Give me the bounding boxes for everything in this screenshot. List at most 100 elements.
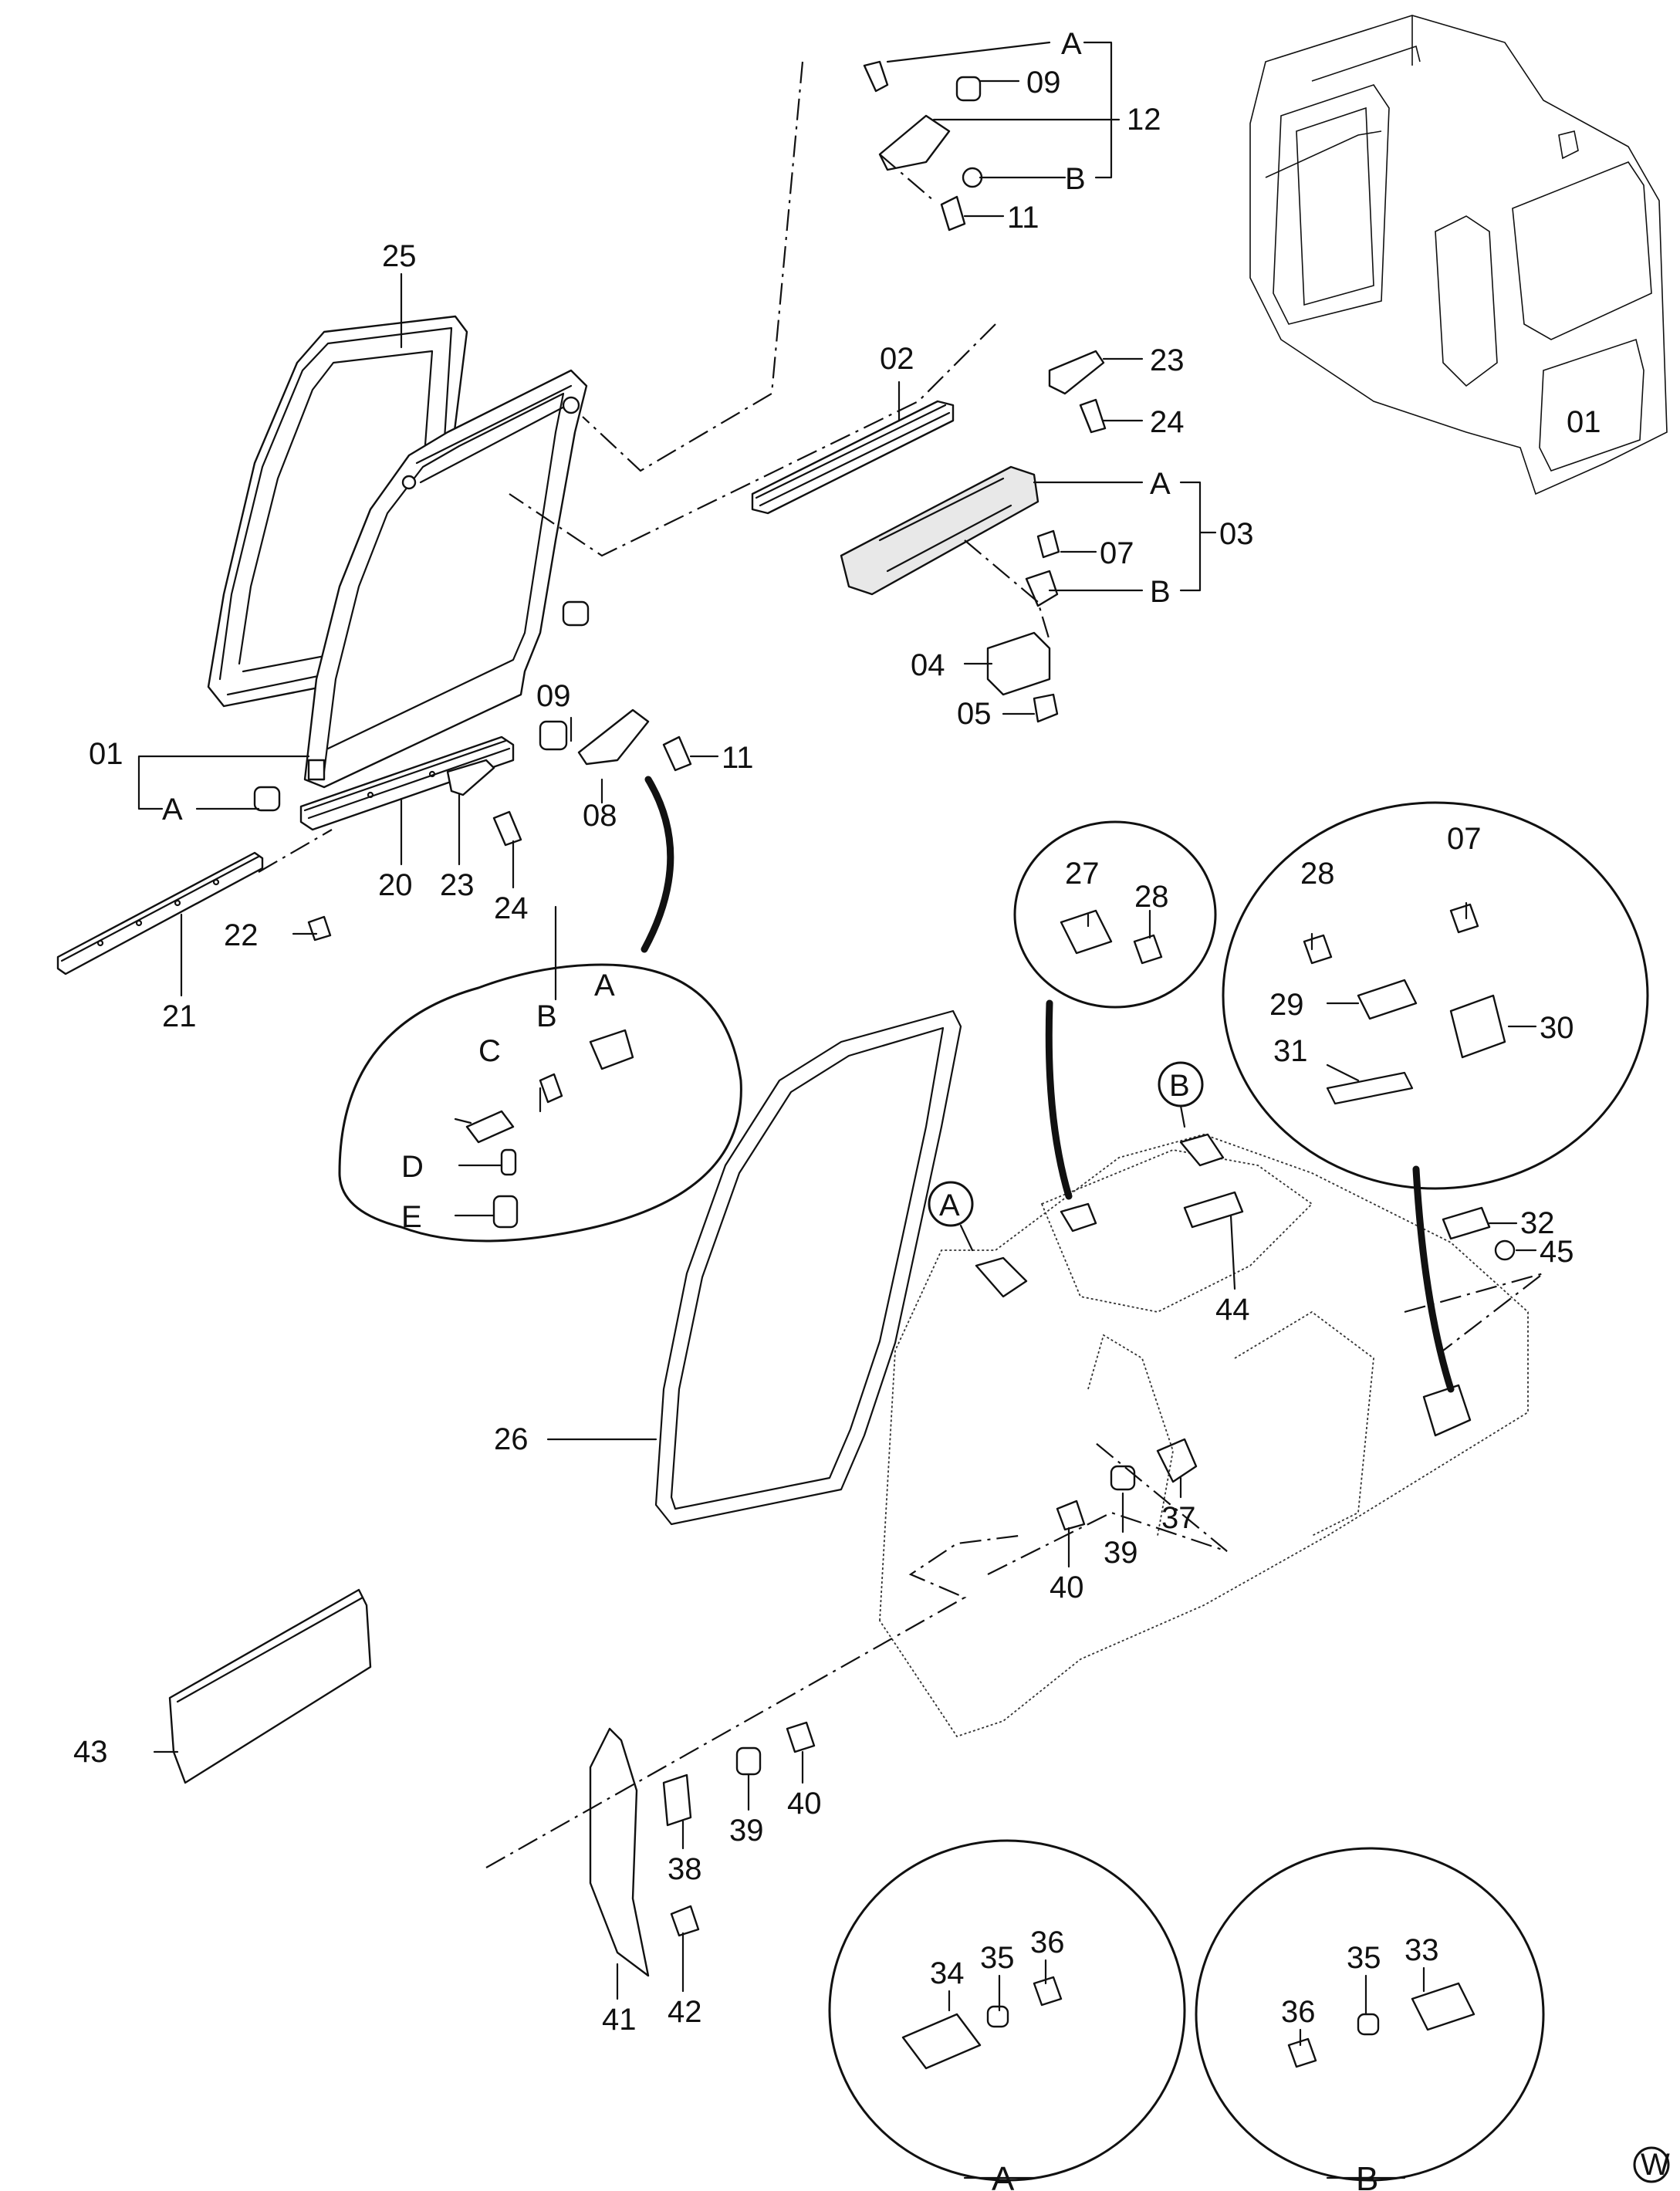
- label-40-right: 40: [1050, 1571, 1084, 1604]
- door-frame-01: [303, 369, 588, 789]
- label-detail-e: E: [401, 1200, 422, 1234]
- label-detail-c: C: [478, 1034, 501, 1068]
- stopper-23-lower: [446, 759, 495, 796]
- label-35-a: 35: [980, 1941, 1015, 1975]
- label-45: 45: [1540, 1235, 1574, 1269]
- bolt-28-detail-2: [1303, 934, 1333, 965]
- clip-31: [1326, 1071, 1414, 1105]
- washer-35-b: [1357, 2013, 1380, 2036]
- label-circle-b: B: [1356, 2160, 1378, 2191]
- lower-rail-20: [299, 735, 515, 831]
- bracket-04: [986, 631, 1051, 696]
- bracket-33: [1411, 1982, 1475, 2031]
- weatherstrip-26: [654, 1009, 962, 1526]
- label-30: 30: [1540, 1011, 1574, 1045]
- bolt-07-detail: [1449, 903, 1479, 934]
- label-a-01: A: [162, 793, 183, 827]
- upper-rail-02: [751, 400, 955, 515]
- label-27: 27: [1065, 857, 1100, 891]
- label-05: 05: [957, 697, 992, 731]
- bracket-29: [1357, 979, 1418, 1020]
- bolt-24-top: [1079, 398, 1107, 434]
- pin-44: [1183, 1191, 1244, 1229]
- bracket-12: [878, 114, 951, 171]
- detail-circle-b: [1195, 1847, 1545, 2182]
- bracket-34: [901, 2013, 982, 2070]
- cushion-39-left: [735, 1746, 762, 1776]
- label-02: 02: [880, 342, 914, 376]
- label-11-lower: 11: [722, 741, 754, 775]
- bolt-40-left: [786, 1721, 816, 1753]
- label-circle-a: A: [992, 2160, 1015, 2191]
- label-44: 44: [1215, 1293, 1250, 1327]
- bushing-e: [492, 1195, 519, 1229]
- bolt-11-top: [940, 195, 966, 232]
- label-39-right: 39: [1104, 1536, 1138, 1570]
- label-31: 31: [1273, 1034, 1308, 1068]
- bolt-36-a: [1033, 1976, 1063, 2007]
- label-23-top: 23: [1150, 343, 1185, 377]
- part-number-labels: A 09 12 B 11 25 02 23 24 A 03 07 B 04 05…: [73, 27, 1574, 2191]
- label-09-lower: 09: [536, 679, 571, 713]
- label-29: 29: [1269, 988, 1304, 1022]
- label-04: 04: [911, 648, 945, 682]
- bolt-a-top: [863, 60, 889, 93]
- label-22: 22: [224, 918, 259, 952]
- stopper-23-top: [1048, 350, 1105, 395]
- roller-bracket-08: [577, 708, 650, 766]
- label-37: 37: [1161, 1501, 1196, 1535]
- label-23-lower: 23: [440, 868, 475, 902]
- pin-c: [465, 1110, 515, 1144]
- label-34: 34: [930, 1956, 965, 1990]
- pin-d: [500, 1148, 517, 1176]
- cushion-09-upper: [562, 600, 590, 627]
- roller-32: [1442, 1206, 1491, 1240]
- label-41: 41: [602, 2003, 637, 2037]
- label-40-left: 40: [787, 1787, 822, 1821]
- bolt-11-lower: [662, 735, 692, 772]
- label-03: 03: [1219, 517, 1254, 551]
- bolt-40-right: [1056, 1500, 1086, 1531]
- label-28-detail: 28: [1300, 857, 1335, 891]
- label-09-top: 09: [1026, 66, 1061, 100]
- label-33: 33: [1405, 1933, 1439, 1967]
- label-01: 01: [89, 737, 123, 771]
- label-28-top: 28: [1134, 880, 1169, 914]
- label-36-a: 36: [1030, 1926, 1065, 1959]
- bracket-27-on-cab: [1060, 1202, 1097, 1232]
- plate-30: [1449, 994, 1506, 1059]
- bracket-b-on-cab: [1179, 1133, 1225, 1167]
- roller-05: [1033, 693, 1059, 723]
- cushion-39-right: [1110, 1465, 1136, 1491]
- bracket-30-on-cab: [1422, 1384, 1472, 1437]
- cushion-a-detail: [589, 1029, 634, 1070]
- label-32: 32: [1520, 1206, 1555, 1240]
- label-a-top: A: [1061, 27, 1082, 61]
- label-24-top: 24: [1150, 405, 1185, 439]
- detail-circle-27-28: [1013, 820, 1217, 1200]
- bolt-07-top: [1036, 529, 1060, 559]
- bolt-24-lower: [492, 810, 522, 847]
- label-26: 26: [494, 1422, 529, 1456]
- label-12: 12: [1127, 103, 1161, 137]
- cab-model-mark: 01: [1567, 405, 1601, 439]
- detail-circle-29-31: [1222, 801, 1649, 1393]
- bolt-36-b: [1287, 2037, 1317, 2068]
- spring-b: [539, 1073, 563, 1104]
- cushion-09-top: [955, 76, 982, 102]
- label-07-detail: 07: [1447, 822, 1482, 856]
- bracket-37: [1156, 1438, 1198, 1483]
- cab-body-illustration: [879, 1133, 1529, 1738]
- label-21: 21: [162, 999, 197, 1033]
- label-07: 07: [1100, 536, 1134, 570]
- bracket-a-on-cab: [975, 1256, 1028, 1298]
- watermark-circle: [1633, 2146, 1670, 2183]
- label-bubble-a: A: [939, 1188, 960, 1222]
- bolt-28-detail: [1133, 934, 1163, 965]
- guide-rail-21: [56, 851, 264, 975]
- label-11-top: 11: [1007, 201, 1039, 235]
- bracket-38: [662, 1773, 692, 1827]
- detail-circle-a: [828, 1839, 1186, 2182]
